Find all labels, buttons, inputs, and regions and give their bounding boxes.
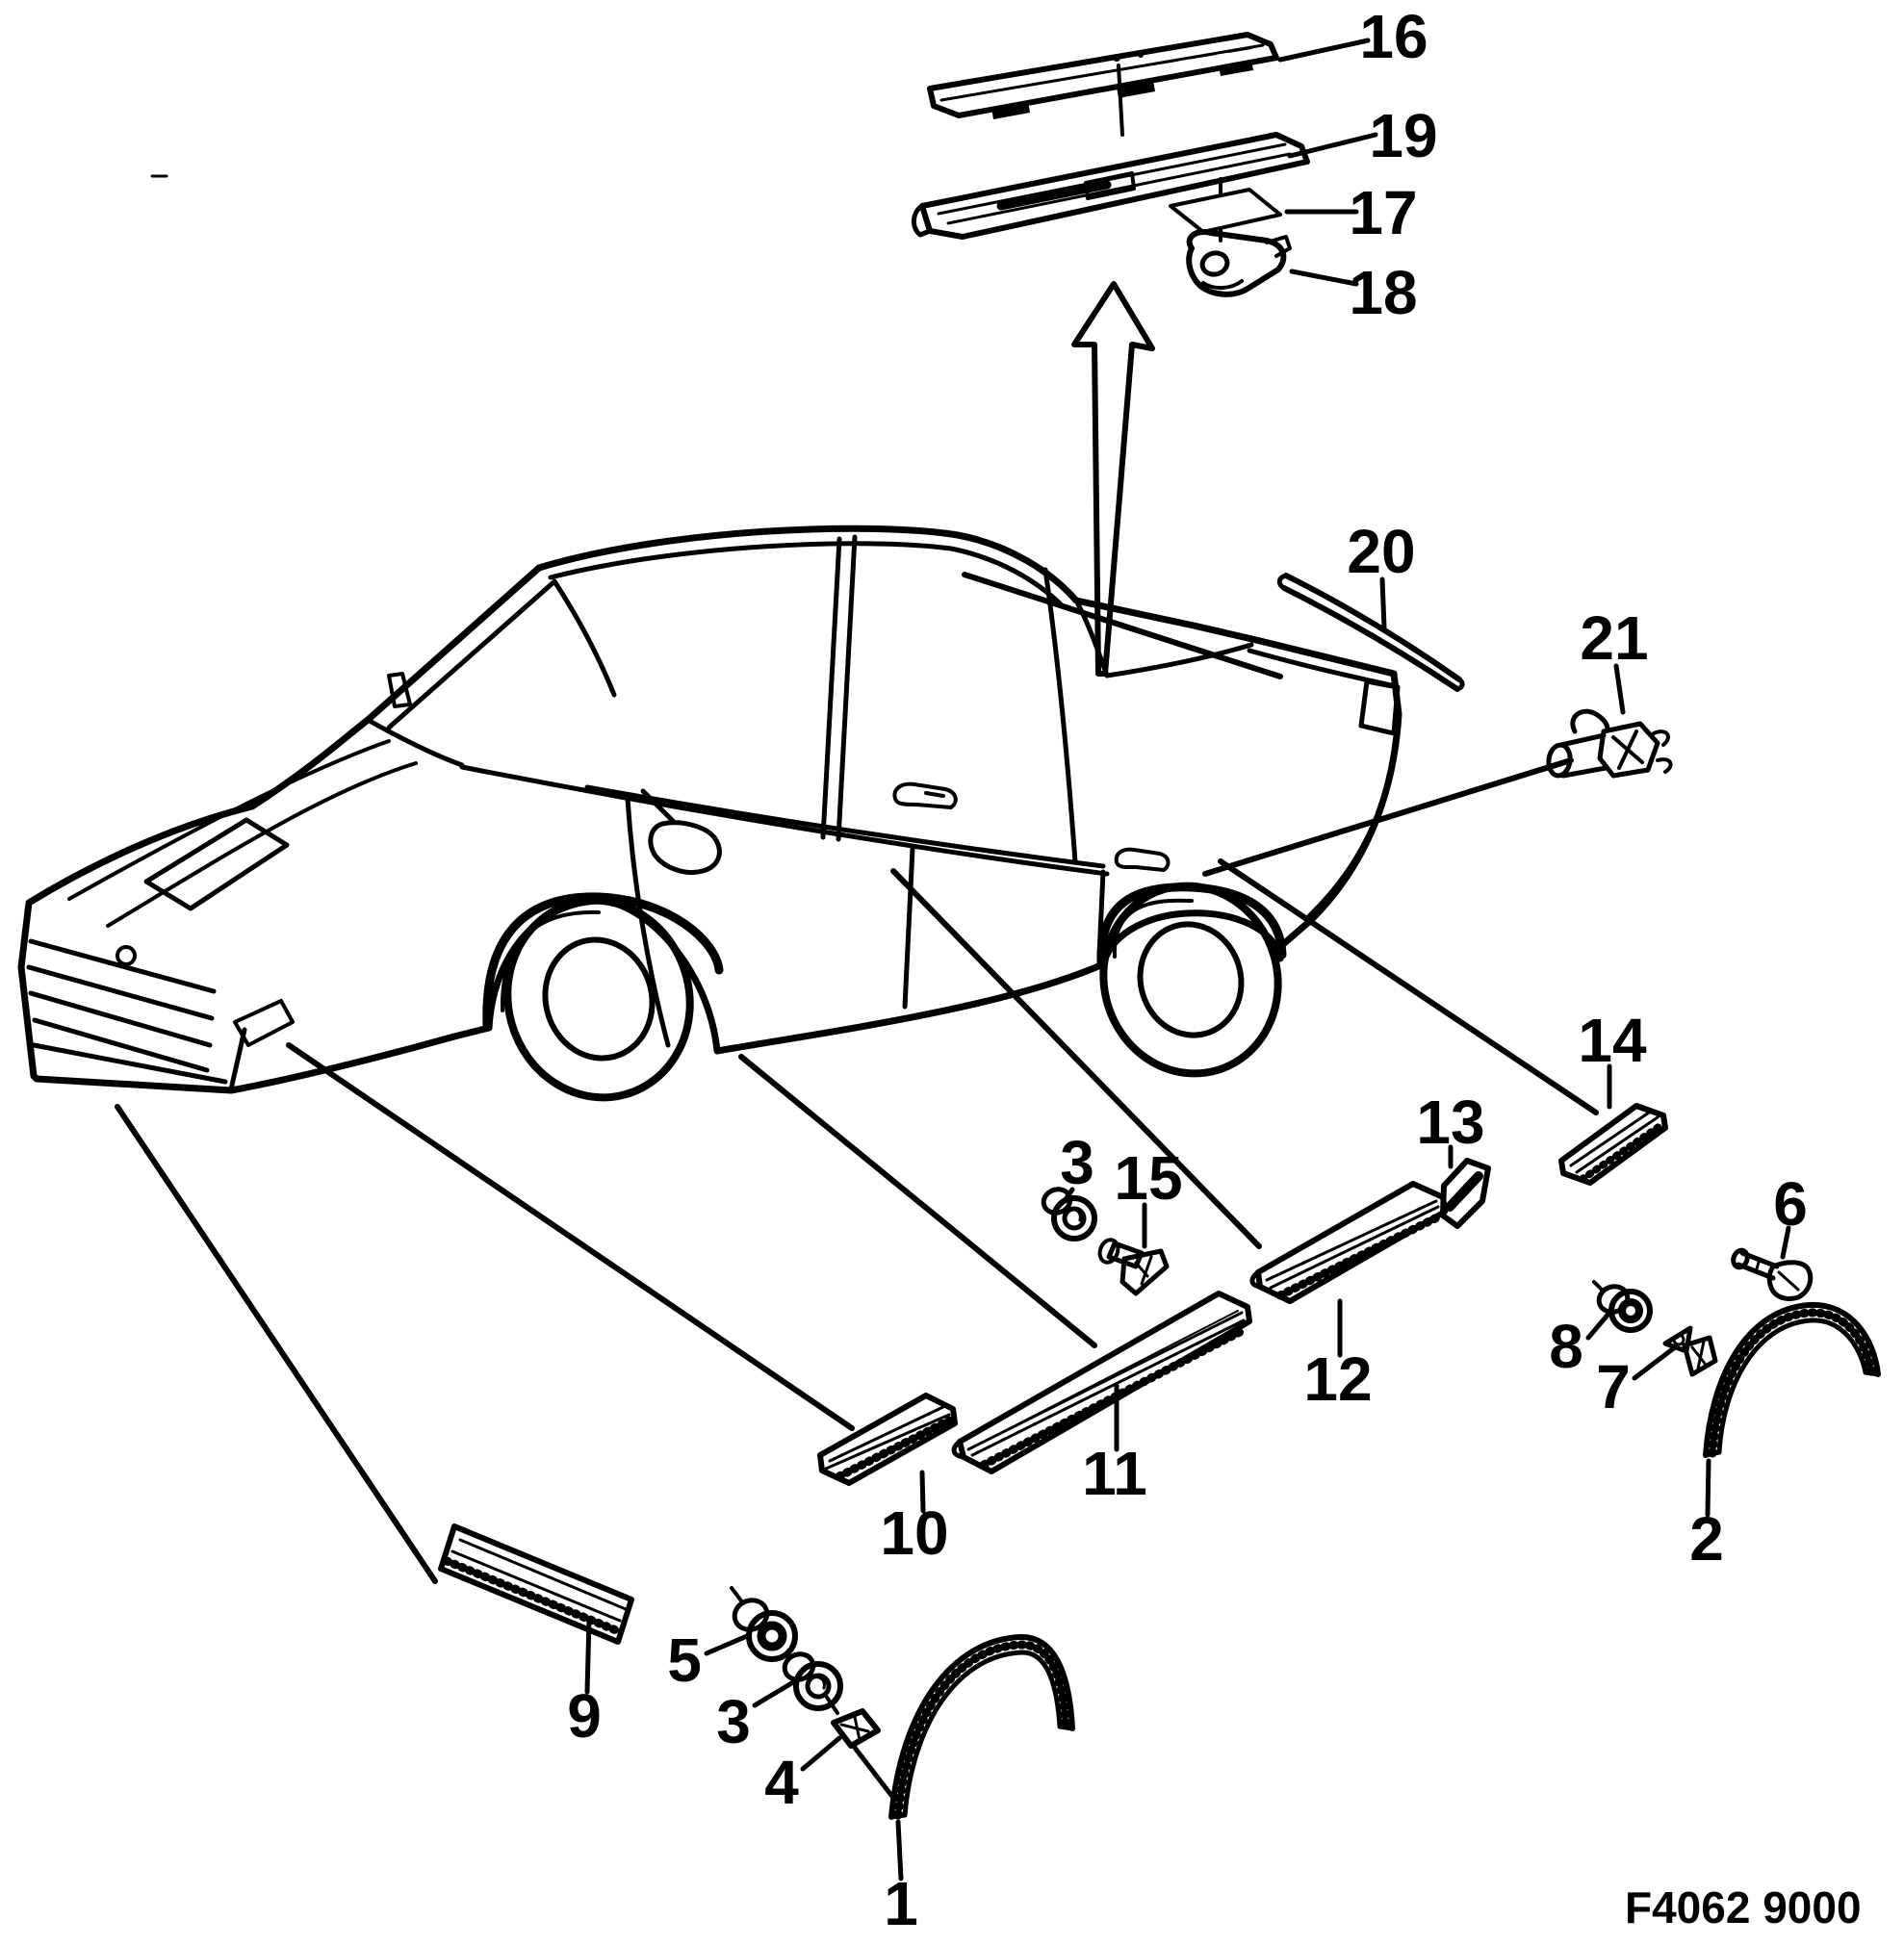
leader-4 [800,1735,842,1772]
windshield-base-line [365,717,465,768]
callout-9: 9 [567,1681,602,1751]
leader-9 [584,1616,592,1695]
leader-21 [1613,663,1626,715]
callout-13: 13 [1416,1088,1484,1157]
side-glass-bottom [584,784,1106,869]
leader-to-part-21 [1202,757,1574,877]
leader-1 [895,1819,904,1881]
leader-to-part-14 [1218,858,1599,1115]
leader-to-part-10 [286,1042,855,1431]
callout-21: 21 [1580,603,1648,673]
callout-3-mid: 3 [1060,1128,1094,1197]
b-pillar [820,534,858,842]
callout-11: 11 [1082,1439,1147,1508]
rear-wheel [1099,882,1282,1078]
part-1-front-wheel-arch-trim [888,1633,1075,1820]
leader-2 [1705,1458,1711,1518]
roof-drip-rail [548,541,1066,609]
part-2-rear-wheel-arch-trim [1703,1301,1881,1458]
side-mirror [640,788,722,875]
callout-12: 12 [1303,1344,1372,1414]
callout-leader-lines [584,38,1791,1881]
part-15-moulding-clip-mid [1097,1238,1170,1296]
callout-4: 4 [764,1748,799,1817]
callout-8: 8 [1549,1312,1583,1381]
part-9-front-fender-moulding [438,1523,634,1645]
hood-crease-lines [67,739,418,928]
antenna [387,672,412,708]
rear-screen-bottom [1104,642,1254,678]
part-17-adhesive-pad [1169,188,1282,234]
part-13-moulding-end-cap [1440,1158,1491,1229]
rear-door-glass-edge [1042,567,1078,865]
callout-17: 17 [1349,178,1417,247]
part-10-front-door-moulding [817,1393,958,1486]
connector-16-19 [1117,64,1124,137]
leader-7 [1632,1344,1678,1381]
callout-labels: 16 19 17 18 20 21 14 13 3 15 6 12 8 7 11… [567,2,1808,1938]
leader-to-part-20 [962,572,1283,679]
callout-10: 10 [880,1498,948,1568]
up-arrow [1071,281,1155,677]
part-20-drip-moulding [1276,573,1465,692]
leader-to-part-9 [115,1104,438,1584]
part-3-grommet-mid [1041,1187,1097,1241]
rear-wheel-arch-inner [1112,898,1194,959]
callout-15: 15 [1114,1143,1182,1213]
callout-1: 1 [884,1869,918,1938]
callout-20: 20 [1347,517,1415,586]
leader-to-part-11 [738,1054,1097,1348]
rear-bumper-line [1306,740,1400,919]
part-11-door-moulding-long [951,1291,1252,1474]
leader-16 [1277,38,1371,63]
car-illustration [17,525,1402,1102]
leader-20 [1379,576,1387,630]
front-door-handle [892,781,958,809]
windshield-right-edge [552,578,617,698]
part-6-screw-clip [1731,1247,1814,1302]
leader-18 [1289,269,1359,287]
hood-badge [116,945,137,966]
part-8-grommet-rear [1592,1280,1653,1333]
part-18-roof-trim-clip [1186,229,1292,297]
door-mid-line [902,846,915,1010]
leader-6 [1780,1225,1791,1260]
part-5-grommet [730,1586,798,1662]
leader-5 [704,1633,750,1656]
part-3-grommet-front [782,1651,843,1711]
part-14-quarter-moulding [1558,1103,1668,1186]
rear-door-handle [1114,847,1171,872]
callout-7: 7 [1596,1352,1631,1421]
callout-5: 5 [667,1625,702,1695]
callout-19: 19 [1369,101,1437,170]
leader-to-part-12 [890,868,1262,1249]
taillight [1358,678,1401,736]
front-bumper-lines [26,1027,247,1092]
figure-code: F4062 9000 [1625,1882,1862,1932]
grille-slats [26,938,217,1073]
callout-3-front: 3 [716,1687,751,1756]
leader-3-front [752,1679,796,1708]
leader-part4-to-arc1 [852,1745,896,1801]
callout-18: 18 [1349,258,1417,327]
leader-3-mid [1062,1187,1075,1204]
front-wheel [503,896,694,1102]
part-21-moulding-clip [1546,708,1673,779]
front-door-edge [625,796,671,1048]
callout-2: 2 [1689,1504,1724,1574]
part-12-rear-door-moulding [1249,1181,1448,1304]
callout-6: 6 [1773,1169,1808,1239]
a-pillar-inner-line [386,580,555,730]
leader-lines [115,572,1599,1801]
part-19-roof-trim-frame [912,132,1310,240]
leader-10 [919,1470,926,1514]
leader-8 [1585,1310,1612,1341]
part-4-moulding-clip-front [824,1694,881,1749]
part-16-roof-trim-outer [927,32,1279,119]
leader-19 [1287,132,1378,159]
callout-14: 14 [1578,1006,1647,1075]
callout-16: 16 [1359,2,1428,71]
headlight [143,817,290,911]
